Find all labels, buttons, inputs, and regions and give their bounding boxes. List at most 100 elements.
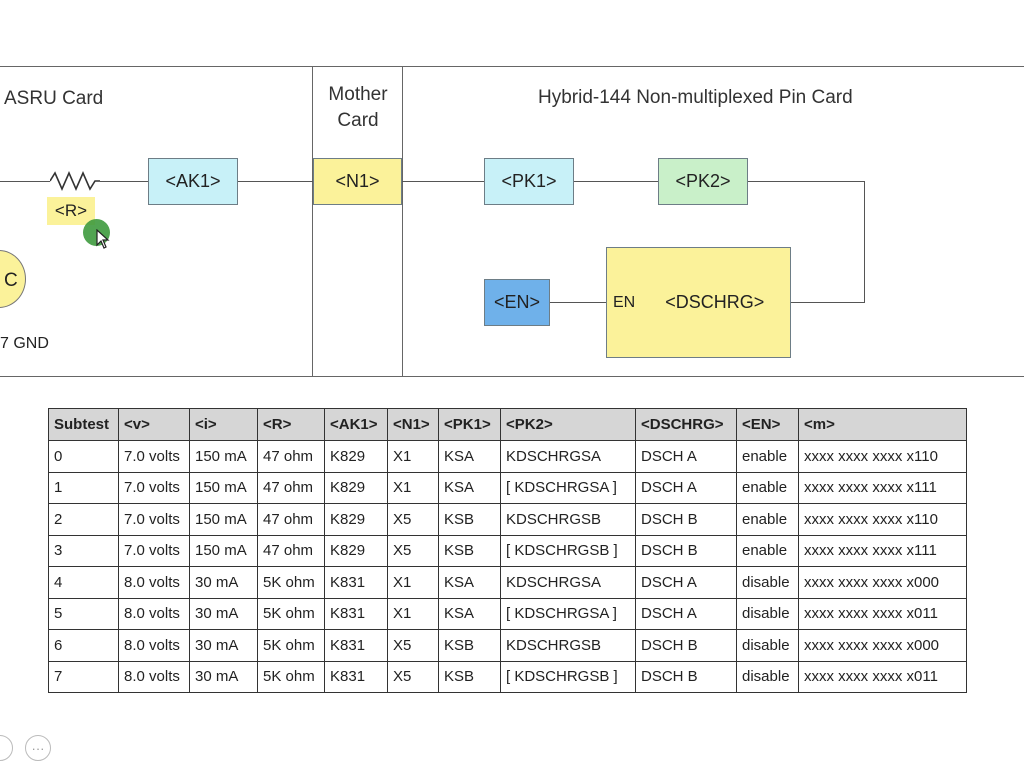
table-cell: enable [736,534,799,567]
table-cell: [ KDSCHRGSB ] [500,660,636,693]
table-cell: KSB [438,629,501,662]
table-header-row: Subtest <v> <i> <R> <AK1> <N1> <PK1> <PK… [48,408,967,441]
table-cell: disable [736,566,799,599]
card-divider-right [402,66,403,377]
table-cell: X5 [387,503,439,536]
table-cell: 7.0 volts [118,471,190,504]
wire-pk1-to-pk2 [574,181,658,182]
header-subtest: Subtest [48,408,119,441]
table-cell: 7.0 volts [118,440,190,473]
table-cell: DSCH A [635,440,737,473]
subtest-table: Subtest <v> <i> <R> <AK1> <N1> <PK1> <PK… [48,408,967,693]
table-cell: 0 [48,440,119,473]
table-cell: 4 [48,566,119,599]
table-cell: xxxx xxxx xxxx x011 [798,660,967,693]
mouse-cursor-icon [96,229,110,249]
table-cell: 5K ohm [257,566,325,599]
table-cell: disable [736,629,799,662]
table-cell: KDSCHRGSA [500,566,636,599]
table-cell: DSCH A [635,597,737,630]
table-cell: 2 [48,503,119,536]
table-cell: DSCH B [635,629,737,662]
table-cell: X5 [387,660,439,693]
table-cell: 150 mA [189,534,258,567]
table-cell: KDSCHRGSB [500,503,636,536]
header-dschrg: <DSCHRG> [635,408,737,441]
table-cell: KSA [438,566,501,599]
table-cell: xxxx xxxx xxxx x110 [798,503,967,536]
card-divider-left [312,66,313,377]
table-cell: K829 [324,534,388,567]
table-cell: K829 [324,440,388,473]
frame-bottom-border [0,376,1024,377]
table-cell: [ KDSCHRGSA ] [500,597,636,630]
table-cell: xxxx xxxx xxxx x000 [798,629,967,662]
voltage-source-label: C [4,270,18,291]
zoom-button[interactable] [0,735,13,761]
table-cell: xxxx xxxx xxxx x111 [798,471,967,504]
more-options-button[interactable]: ··· [25,735,51,761]
table-cell: K829 [324,503,388,536]
header-n1: <N1> [387,408,439,441]
header-i: <i> [189,408,258,441]
en-box: <EN> [484,279,550,326]
table-cell: 47 ohm [257,503,325,536]
resistor-label: <R> [47,197,95,225]
table-cell: 5K ohm [257,597,325,630]
table-cell: KSA [438,597,501,630]
table-cell: DSCH B [635,660,737,693]
table-cell: KDSCHRGSB [500,629,636,662]
table-cell: 1 [48,471,119,504]
pk2-box: <PK2> [658,158,748,205]
table-cell: 5 [48,597,119,630]
table-cell: KSB [438,503,501,536]
ak1-box: <AK1> [148,158,238,205]
dschrg-box: EN <DSCHRG> [606,247,791,358]
table-cell: 8.0 volts [118,629,190,662]
table-cell: 30 mA [189,566,258,599]
table-cell: [ KDSCHRGSB ] [500,534,636,567]
wire-ak1-to-n1 [238,181,313,182]
table-cell: 47 ohm [257,534,325,567]
header-pk1: <PK1> [438,408,501,441]
table-cell: 7.0 volts [118,534,190,567]
table-cell: enable [736,471,799,504]
table-cell: 3 [48,534,119,567]
table-cell: disable [736,597,799,630]
table-cell: 30 mA [189,597,258,630]
mother-card-title: Mother Card [328,84,388,131]
resistor-symbol [50,171,100,191]
table-cell: 5K ohm [257,629,325,662]
table-cell: KSA [438,440,501,473]
table-cell: 7.0 volts [118,503,190,536]
table-cell: KSB [438,660,501,693]
table-cell: 8.0 volts [118,566,190,599]
table-cell: X1 [387,440,439,473]
n1-box: <N1> [313,158,402,205]
table-cell: 8.0 volts [118,660,190,693]
table-cell: K831 [324,629,388,662]
table-cell: enable [736,503,799,536]
table-cell: DSCH A [635,471,737,504]
table-cell: 6 [48,629,119,662]
table-cell: xxxx xxxx xxxx x111 [798,534,967,567]
wire-resistor-to-ak1 [100,181,148,182]
wire-left-to-resistor [0,181,50,182]
table-cell: xxxx xxxx xxxx x000 [798,566,967,599]
table-cell: 150 mA [189,471,258,504]
header-v: <v> [118,408,190,441]
table-cell: DSCH B [635,534,737,567]
table-cell: disable [736,660,799,693]
header-r: <R> [257,408,325,441]
dschrg-label: <DSCHRG> [665,292,765,312]
table-cell: 150 mA [189,440,258,473]
wire-pk2-down [864,181,865,303]
table-cell: 150 mA [189,503,258,536]
asru-card-title: ASRU Card [4,88,104,109]
